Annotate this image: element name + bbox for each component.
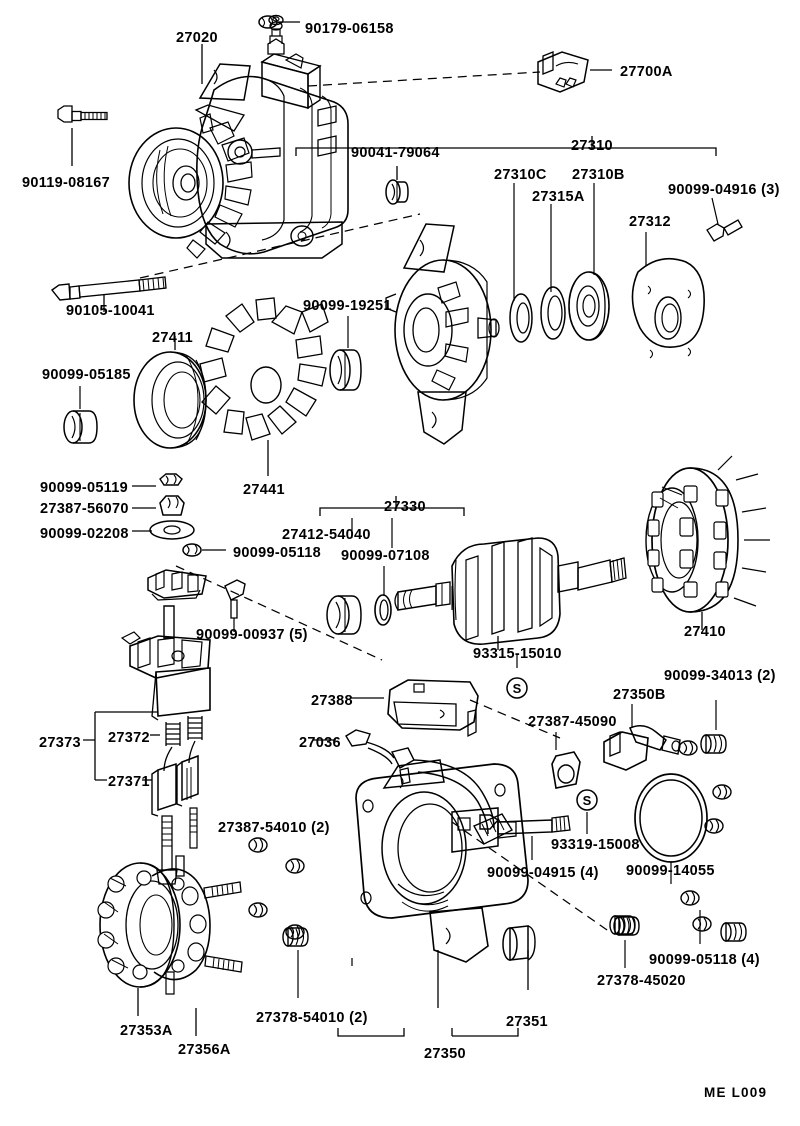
callout-27310C: 27310C xyxy=(494,167,547,183)
callout-27700A: 27700A xyxy=(620,64,673,80)
part-90099-19251-spacer xyxy=(329,316,362,391)
part-27315A-spacer xyxy=(540,204,566,340)
callout-90099-07108: 90099-07108 xyxy=(341,548,430,564)
callout-27387-45090: 27387-45090 xyxy=(528,714,617,730)
part-90099-05185-bush xyxy=(63,386,98,444)
callout-27351: 27351 xyxy=(506,1014,548,1030)
callout-90099-19251: 90099-19251 xyxy=(303,298,392,314)
part-27373-brush-holder xyxy=(120,605,211,721)
marker-93315-15010-s: S xyxy=(506,654,528,699)
callout-90105-10041: 90105-10041 xyxy=(66,303,155,319)
part-27350-rear-end-frame xyxy=(351,759,529,1008)
part-90179-06158-nut xyxy=(258,15,300,29)
callout-27373: 27373 xyxy=(39,735,81,751)
marker-93319-15008-s: S xyxy=(576,789,598,834)
callout-27371: 27371 xyxy=(108,774,150,790)
part-27330-rotor-assembly xyxy=(394,537,627,650)
part-27387-45090-grommet xyxy=(551,732,581,789)
callout-90099-14055: 90099-14055 xyxy=(626,863,715,879)
callout-27350: 27350 xyxy=(424,1046,466,1062)
callout-90099-00937: 90099-00937 (5) xyxy=(196,627,308,643)
part-90099-05119-nut xyxy=(132,473,183,487)
callout-27312: 27312 xyxy=(629,214,671,230)
callout-90099-05119: 90099-05119 xyxy=(40,480,128,496)
part-27353A-rectifier xyxy=(97,862,181,1016)
callout-27410: 27410 xyxy=(684,624,726,640)
part-90099-04915-bolts xyxy=(479,814,571,860)
callout-27036: 27036 xyxy=(299,735,341,751)
part-regulator-top xyxy=(147,569,207,601)
bracket-27310 xyxy=(295,147,717,156)
callout-90179-06158: 90179-06158 xyxy=(305,21,394,37)
part-27310-drive-end-frame xyxy=(385,223,500,445)
part-27036-lead-wire xyxy=(312,729,514,845)
part-90041-79064-seal xyxy=(385,166,409,205)
callout-90099-05118: 90099-05118 xyxy=(233,545,321,561)
part-27378-54010-bush xyxy=(282,927,309,998)
part-90099-04916-bolt xyxy=(706,197,743,242)
callout-27353A: 27353A xyxy=(120,1023,173,1039)
part-90099-00937-screw xyxy=(224,579,246,632)
bracket-27330 xyxy=(319,507,465,516)
part-27356A-rectifier-holder xyxy=(151,855,243,1036)
callout-27330: 27330 xyxy=(384,499,426,515)
part-90119-08167-bolt xyxy=(57,105,108,166)
part-27310B-bearing xyxy=(568,183,610,341)
callout-90041-79064: 90041-79064 xyxy=(351,145,440,161)
part-27388-terminal-cover xyxy=(350,679,479,738)
part-brush-mount-screws xyxy=(156,807,198,885)
callout-27441: 27441 xyxy=(243,482,285,498)
callout-27411: 27411 xyxy=(152,330,194,346)
part-90099-14055-oring xyxy=(634,773,708,884)
callout-90099-34013: 90099-34013 (2) xyxy=(664,668,776,684)
part-27700A-connector xyxy=(537,51,612,93)
part-27441-fan xyxy=(199,297,329,476)
part-27411-pulley xyxy=(133,336,207,449)
part-90099-02208-washer xyxy=(132,520,195,540)
callout-27378-45020: 27378-45020 xyxy=(597,973,686,989)
callout-90099-05118-4: 90099-05118 (4) xyxy=(649,952,760,968)
bracket-27373 xyxy=(83,711,157,781)
svg-text:S: S xyxy=(583,793,592,808)
callout-27388: 27388 xyxy=(311,693,353,709)
part-90099-34013-nuts xyxy=(678,700,727,756)
part-90099-07108-oring xyxy=(374,566,392,626)
callout-27020: 27020 xyxy=(176,30,218,46)
callout-93315-15010: 93315-15010 xyxy=(473,646,562,662)
bracket-27350 xyxy=(337,1028,405,1037)
part-27387-56070-insulator xyxy=(132,495,185,516)
callout-27372: 27372 xyxy=(108,730,150,746)
part-27371-brushes xyxy=(142,740,199,817)
part-27310C-washer xyxy=(509,183,533,343)
callout-90099-02208: 90099-02208 xyxy=(40,526,129,542)
callout-27315A: 27315A xyxy=(532,189,585,205)
callout-90099-04915: 90099-04915 (4) xyxy=(487,865,599,881)
callout-93319-15008: 93319-15008 xyxy=(551,837,640,853)
callout-27412-54040: 27412-54040 xyxy=(282,527,371,543)
callout-27356A: 27356A xyxy=(178,1042,231,1058)
part-27410-stator xyxy=(645,455,770,630)
callout-27310: 27310 xyxy=(571,138,613,154)
svg-text:S: S xyxy=(513,681,522,696)
callout-90119-08167: 90119-08167 xyxy=(22,175,110,191)
callout-90099-04916: 90099-04916 (3) xyxy=(668,182,780,198)
part-27351-bush xyxy=(502,925,536,990)
part-27372-brush-springs xyxy=(150,716,203,746)
callout-27350B: 27350B xyxy=(613,687,666,703)
misc-fasteners-right xyxy=(609,784,747,968)
assembly-axis-lines xyxy=(139,71,611,933)
part-90099-05118-nut xyxy=(182,543,226,557)
callout-27387-54010: 27387-54010 (2) xyxy=(218,820,330,836)
part-27387-54010-bushes xyxy=(248,828,305,940)
part-27020-alternator-assembly xyxy=(128,14,349,259)
callout-90099-05185: 90099-05185 xyxy=(42,367,131,383)
callout-27378-54010: 27378-54010 (2) xyxy=(256,1010,368,1026)
part-27312-bearing-retainer xyxy=(631,232,705,359)
callout-27387-56070: 27387-56070 xyxy=(40,501,129,517)
part-27412-54040-bearing xyxy=(326,595,362,635)
sheet-code: ME L009 xyxy=(704,1085,768,1100)
callout-27310B: 27310B xyxy=(572,167,625,183)
part-27350B-terminal xyxy=(603,704,681,771)
part-90105-10041-bolt xyxy=(50,276,167,312)
